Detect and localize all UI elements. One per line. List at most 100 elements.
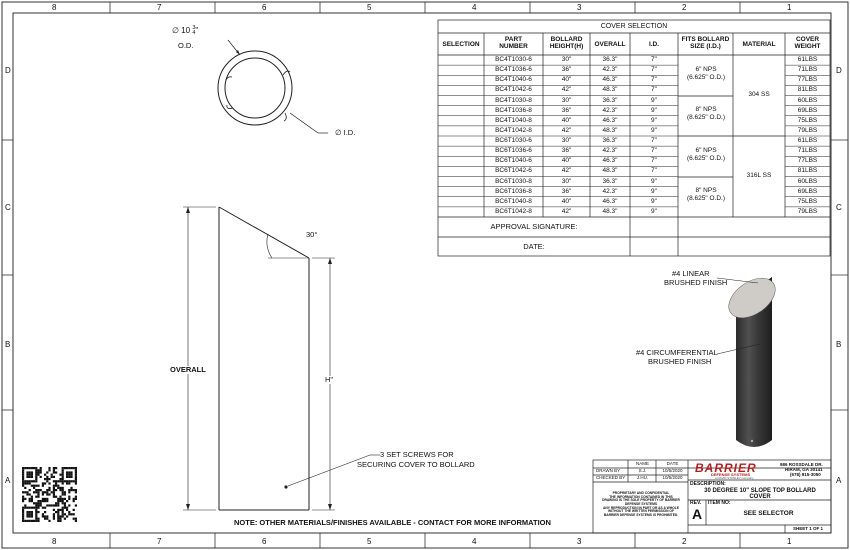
approval-label: APPROVAL SIGNATURE:: [490, 222, 578, 231]
table-header-weight: COVER WEIGHT: [794, 36, 821, 51]
table-cell-h: 42": [561, 86, 572, 94]
tb-checked-label: CHECKED BY: [596, 475, 626, 480]
tb-drawn-label: DRAWN BY: [596, 468, 621, 473]
table-cell-overall: 48.3": [602, 167, 618, 175]
setscrew-note-2: SECURING COVER TO BOLLARD: [357, 460, 475, 469]
zone-col-5: 5: [367, 3, 372, 12]
zone-col-1: 1: [787, 3, 792, 12]
table-cell-weight: 77LBS: [797, 76, 818, 84]
zone-row-b: B: [5, 340, 11, 349]
logo-wordmark: BARRIER: [695, 461, 757, 475]
fits-group-4-l1: 8" NPS: [695, 187, 717, 194]
zone-row-d-right: D: [836, 66, 842, 75]
table-cell-weight: 71LBS: [797, 66, 818, 74]
table-cell-id: 7": [651, 76, 657, 84]
table-cell-overall: 48.3": [602, 207, 618, 215]
item-label: ITEM NO:: [708, 500, 731, 506]
table-cell-weight: 69LBS: [797, 106, 818, 114]
table-cell-weight: 79LBS: [797, 126, 818, 134]
table-header-overall: OVERALL: [594, 41, 626, 48]
zone-col-8-bottom: 8: [52, 537, 57, 546]
table-cell-overall: 42.3": [602, 147, 618, 155]
table-cell-overall: 42.3": [602, 106, 618, 114]
tb-checked-name: J.HU.: [636, 475, 649, 480]
overall-label: OVERALL: [170, 365, 206, 375]
title-block-grid: [592, 459, 832, 534]
table-cell-weight: 77LBS: [797, 157, 818, 165]
table-cell-part: BC6T1042-6: [495, 167, 532, 175]
table-cell-id: 9": [651, 116, 657, 124]
table-cell-part: BC4T1030-6: [495, 56, 532, 63]
table-grid: [437, 19, 831, 257]
prop-line-5: WITHOUT THE WRITTEN PERMISSION OF: [608, 509, 674, 514]
table-cell-id: 7": [651, 56, 657, 63]
table-cell-overall: 36.3": [602, 177, 618, 185]
od-fraction-num: 3: [192, 25, 196, 31]
table-cell-part: BC4T1042-8: [495, 126, 532, 134]
table-cell-h: 40": [561, 157, 572, 165]
zone-col-3: 3: [577, 3, 582, 12]
table-cell-part: BC4T1040-8: [495, 116, 532, 124]
address-line-1: 986 ROSSDALE DR.: [780, 462, 823, 467]
fits-group-3-l1: 6" NPS: [695, 147, 717, 154]
table-cell-weight: 75LBS: [797, 116, 818, 124]
table-cell-overall: 42.3": [602, 66, 618, 74]
table-cell-part: BC4T1030-8: [495, 96, 532, 104]
fits-group-1-l2: (6.625" O.D.): [686, 74, 726, 82]
prop-line-6: BARRIER DEFENSE SYSTEMS IS PROHIBITED.: [603, 512, 679, 517]
od-inch-mark: ": [195, 26, 199, 36]
zone-col-2: 2: [682, 3, 687, 12]
table-cell-weight: 60LBS: [797, 177, 818, 185]
prop-line-3: DRAWING IS THE SOLE PROPERTY OF BARRIER …: [602, 498, 680, 506]
linear-finish-2: BRUSHED FINISH: [664, 278, 728, 287]
phone-number: (678) 915-3050: [790, 472, 821, 477]
tb-checked-date: 10/5/2020: [662, 475, 683, 480]
fits-group-2-l1: 8" NPS: [695, 106, 717, 113]
table-cell-id: 7": [651, 66, 657, 74]
fits-group-1: 6" NPS(6.625" O.D.): [680, 66, 732, 82]
zone-col-3-bottom: 3: [577, 537, 582, 546]
table-cell-weight: 75LBS: [797, 197, 818, 205]
zone-col-4-bottom: 4: [472, 537, 477, 546]
zone-col-7: 7: [157, 3, 162, 12]
zone-row-c-right: C: [836, 203, 842, 212]
table-cell-h: 42": [561, 126, 572, 134]
prop-line-1: PROPRIETARY AND CONFIDENTIAL: [612, 491, 670, 495]
table-cell-h: 30": [561, 96, 572, 104]
fits-group-3: 6" NPS(6.625" O.D.): [680, 147, 732, 163]
tb-name-header: NAME: [635, 461, 649, 466]
table-cell-h: 36": [561, 147, 572, 155]
table-cell-part: BC6T1030-8: [495, 177, 532, 185]
table-cell-overall: 36.3": [602, 96, 618, 104]
table-cell-overall: 46.3": [602, 76, 618, 84]
table-header-fits: FITS BOLLARD SIZE (I.D.): [681, 36, 730, 51]
table-cell-id: 9": [651, 126, 657, 134]
zone-col-8: 8: [52, 3, 57, 12]
sheet-number: SHEET 1 OF 1: [792, 526, 823, 531]
id-label: ∅ I.D.: [335, 128, 356, 137]
od-label: O.D.: [178, 41, 194, 50]
table-cell-h: 42": [561, 207, 572, 215]
table-cell-part: BC4T1036-6: [495, 66, 532, 74]
table-cell-h: 42": [561, 167, 572, 175]
zone-col-6: 6: [262, 3, 267, 12]
od-dimension: ∅ 10 3 4 ": [172, 25, 199, 36]
linear-finish-1: #4 LINEAR: [672, 269, 710, 278]
table-cell-id: 9": [651, 177, 657, 185]
table-cell-id: 7": [651, 86, 657, 94]
table-cell-part: BC4T1042-6: [495, 86, 532, 94]
od-fraction-den: 4: [192, 29, 196, 36]
table-cell-h: 30": [561, 137, 572, 144]
circ-finish-1: #4 CIRCUMFERENTIAL: [636, 348, 718, 357]
zone-col-7-bottom: 7: [157, 537, 162, 546]
table-cell-overall: 42.3": [602, 187, 618, 195]
table-cell-part: BC6T1040-8: [495, 197, 532, 205]
table-cell-h: 40": [561, 116, 572, 124]
description-label: DESCRIPTION:: [690, 481, 726, 487]
material-304: 304 SS: [748, 91, 770, 98]
company-logo: BARRIER DEFENSE SYSTEMS a DAVID STANLEY …: [695, 461, 765, 480]
date-label: DATE:: [523, 242, 545, 251]
table-cell-h: 36": [561, 187, 572, 195]
table-cell-weight: 60LBS: [797, 96, 818, 104]
